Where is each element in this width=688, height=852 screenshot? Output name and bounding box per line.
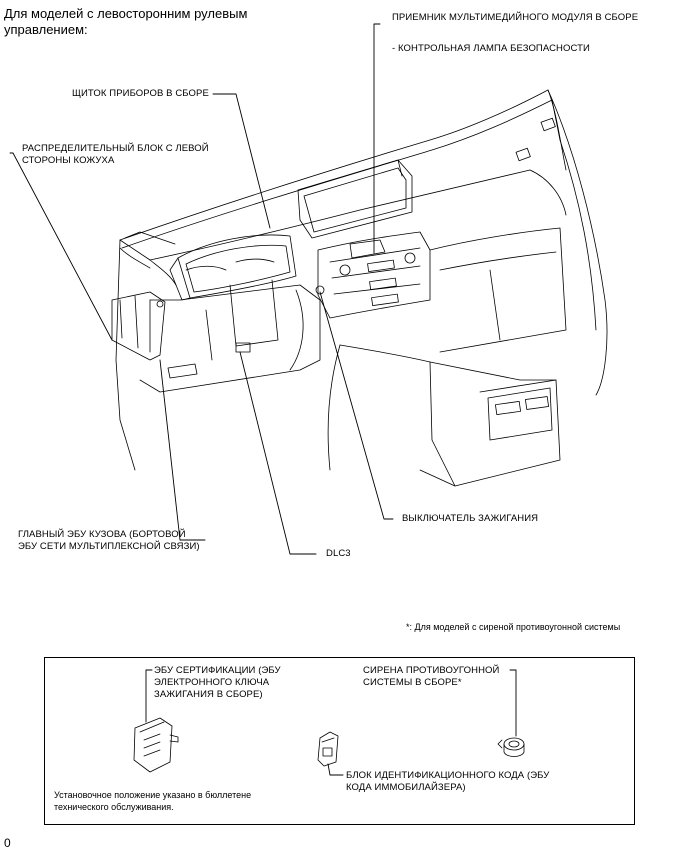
inset-label-siren: СИРЕНА ПРОТИВОУГОННОЙ СИСТЕМЫ В СБОРЕ* (363, 665, 500, 688)
inset-box (44, 657, 635, 825)
siren-shape (497, 737, 525, 757)
leader-lines (9, 23, 394, 555)
label-dlc3: DLC3 (326, 548, 351, 559)
label-main-body-ecu: ГЛАВНЫЙ ЭБУ КУЗОВА (БОРТОВОЙ ЭБУ СЕТИ МУ… (18, 529, 200, 552)
inset-install-note: Установочное положение указано в бюллете… (54, 790, 252, 812)
id-code-box-shape (317, 731, 339, 767)
label-security-lamp: - КОНТРОЛЬНАЯ ЛАМПА БЕЗОПАСНОСТИ (392, 43, 590, 54)
page-number: 0 (4, 836, 11, 850)
label-multimedia-receiver: ПРИЕМНИК МУЛЬТИМЕДИЙНОГО МОДУЛЯ В СБОРЕ (392, 12, 639, 23)
inset-label-cert-ecu: ЭБУ СЕРТИФИКАЦИИ (ЭБУ ЭЛЕКТРОННОГО КЛЮЧА… (154, 665, 281, 700)
cert-ecu-shape (133, 717, 179, 773)
glovebox-area (429, 227, 567, 353)
label-instrument-panel: ЩИТОК ПРИБОРОВ В СБОРЕ (72, 88, 209, 99)
center-stack (317, 231, 431, 319)
page-heading: Для моделей с левосторонним рулевым упра… (4, 6, 248, 37)
lower-dashboard (139, 279, 321, 393)
display-housing (297, 159, 413, 239)
dashboard-top (119, 169, 567, 286)
floor-console (327, 344, 561, 487)
right-pillar (515, 89, 608, 396)
label-junction-block: РАСПРЕДЕЛИТЕЛЬНЫЙ БЛОК С ЛЕВОЙ СТОРОНЫ К… (22, 143, 209, 166)
inset-label-id-code-box: БЛОК ИДЕНТИФИКАЦИОННОГО КОДА (ЭБУ КОДА И… (346, 770, 550, 793)
label-ignition-switch: ВЫКЛЮЧАТЕЛЬ ЗАЖИГАНИЯ (402, 513, 539, 524)
ignition-switch-shape (315, 285, 325, 295)
inset-leader-lines (145, 669, 517, 776)
footnote: *: Для моделей с сиреной противоугонной … (406, 622, 621, 632)
